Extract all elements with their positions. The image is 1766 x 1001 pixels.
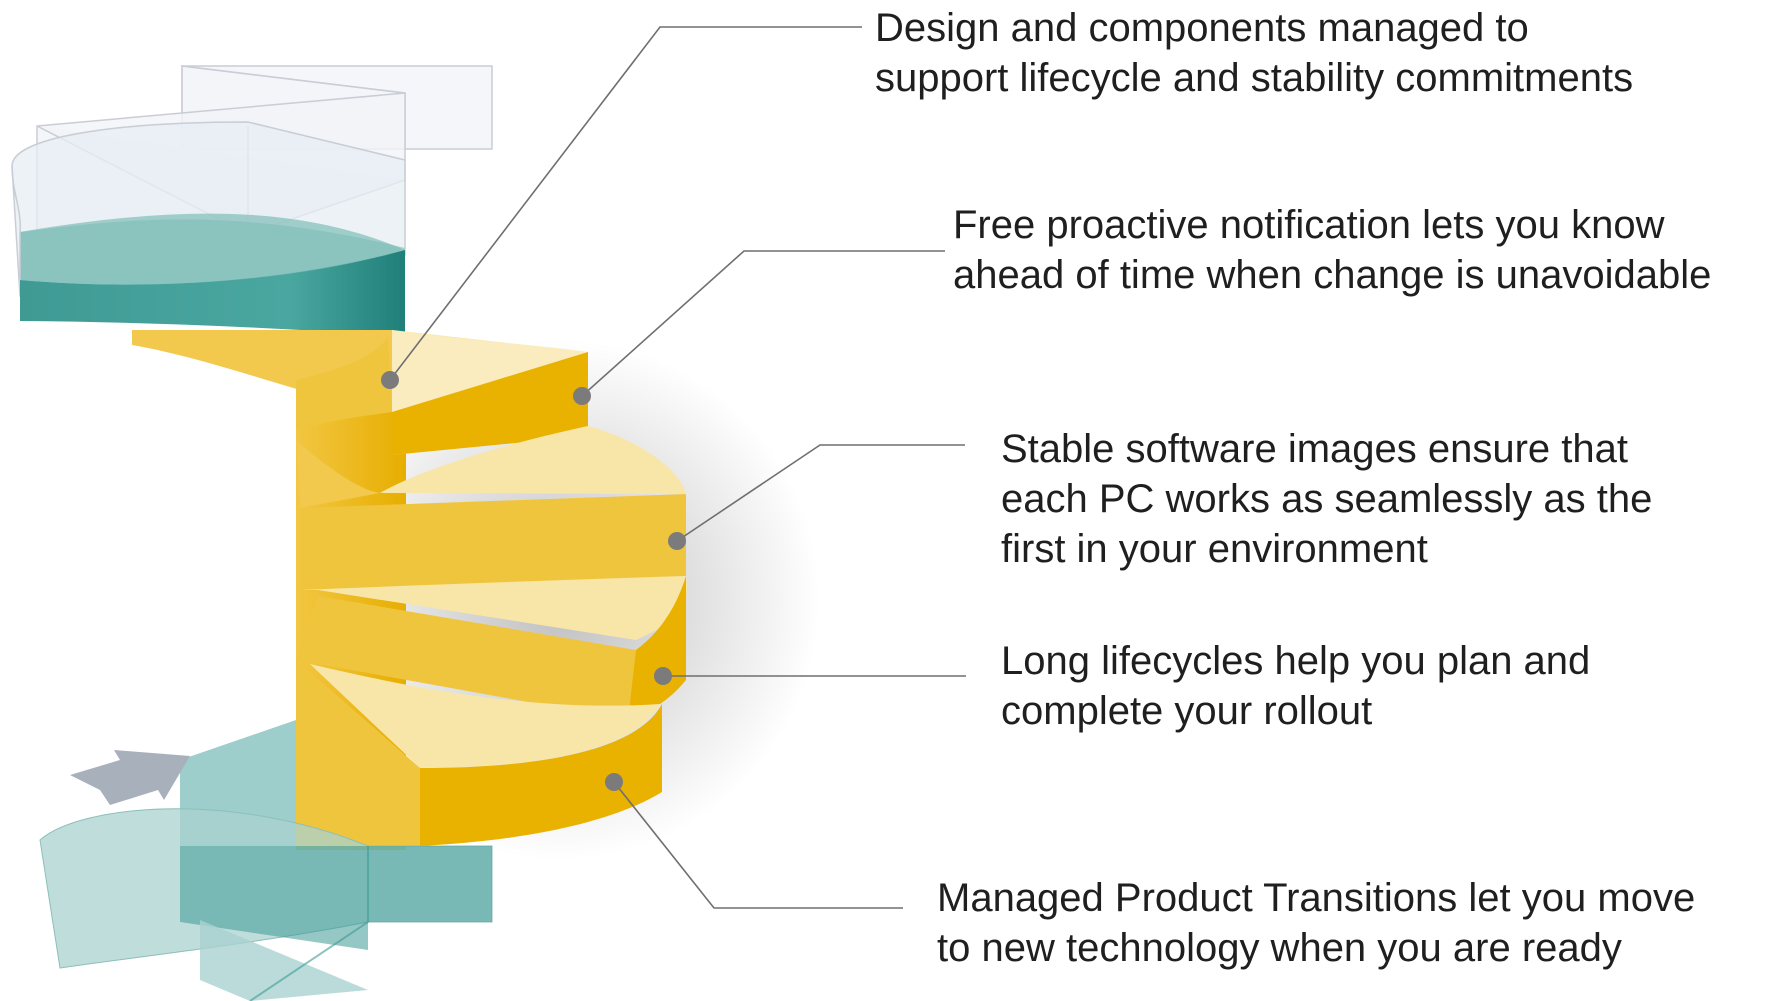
callout-line: Long lifecycles help you plan and xyxy=(1001,639,1591,683)
callout-line: to new technology when you are ready xyxy=(937,926,1622,970)
marker-dots xyxy=(381,371,686,791)
callout-line: Managed Product Transitions let you move xyxy=(937,876,1696,920)
step-2 xyxy=(296,426,686,590)
callout-design-components: Design and components managed to support… xyxy=(875,3,1633,103)
direction-arrow xyxy=(70,750,190,805)
leader-line-1 xyxy=(389,26,862,381)
callout-line: Design and components managed to xyxy=(875,6,1529,50)
step-3 xyxy=(296,576,687,720)
leader-line-5 xyxy=(613,781,903,909)
step-4 xyxy=(296,660,662,846)
bottom-steps-teal xyxy=(39,720,493,1001)
callout-line: complete your rollout xyxy=(1001,689,1373,733)
callout-line: ahead of time when change is unavoidable xyxy=(953,253,1712,297)
step-1 xyxy=(132,330,588,455)
leader-line-3 xyxy=(676,444,965,542)
leader-line-2 xyxy=(581,250,945,397)
callout-long-lifecycles: Long lifecycles help you plan and comple… xyxy=(1001,636,1590,736)
callout-line: Stable software images ensure that xyxy=(1001,427,1629,471)
marker-dot-2 xyxy=(573,387,591,405)
marker-dot-5 xyxy=(605,773,623,791)
callout-line: Free proactive notification lets you kno… xyxy=(953,203,1665,247)
callout-proactive-notification: Free proactive notification lets you kno… xyxy=(953,200,1711,300)
callout-line: first in your environment xyxy=(1001,527,1428,571)
callout-line: support lifecycle and stability commitme… xyxy=(875,56,1634,100)
marker-dot-4 xyxy=(654,667,672,685)
marker-dot-1 xyxy=(381,371,399,389)
callout-stable-images: Stable software images ensure that each … xyxy=(1001,424,1652,574)
callout-line: each PC works as seamlessly as the xyxy=(1001,477,1653,521)
leader-lines xyxy=(389,26,966,909)
top-step-teal xyxy=(11,121,406,336)
callout-product-transitions: Managed Product Transitions let you move… xyxy=(937,873,1695,973)
marker-dot-3 xyxy=(668,532,686,550)
